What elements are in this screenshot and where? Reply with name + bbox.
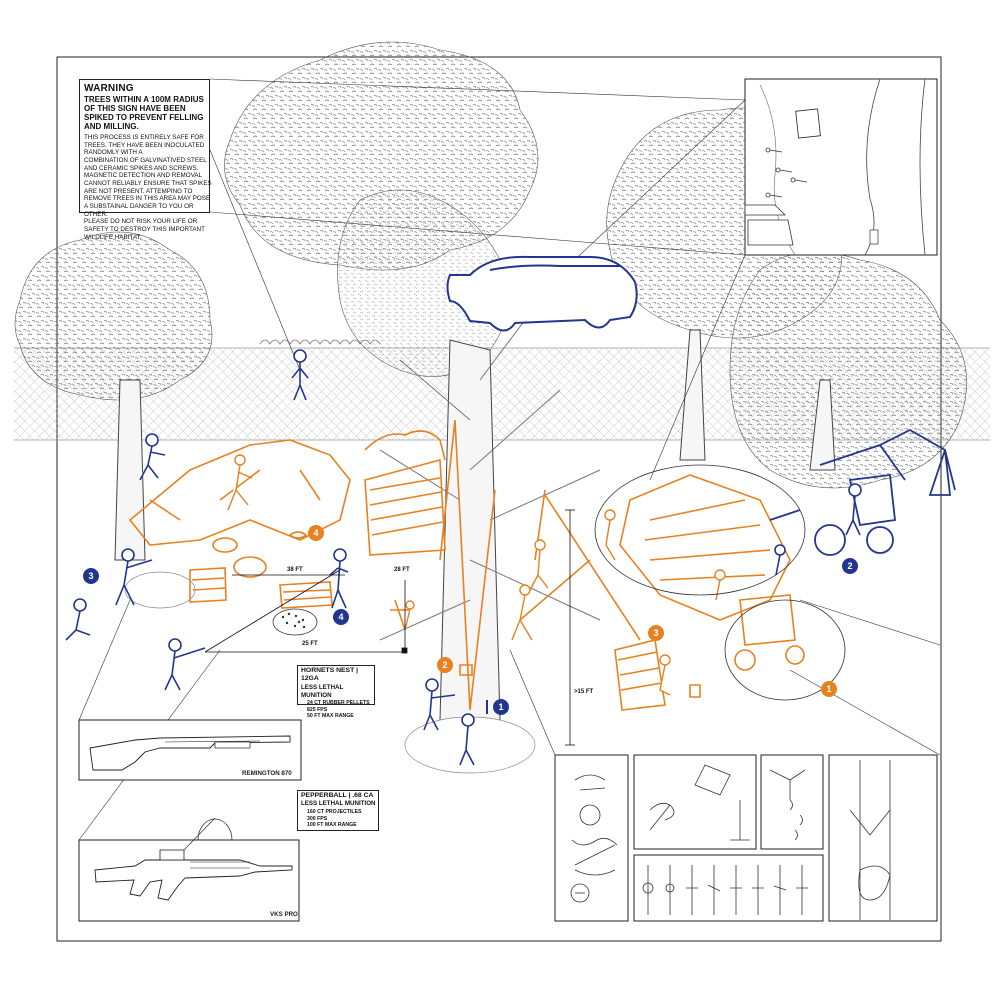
marker-3-blue xyxy=(83,568,99,584)
warning-sign: WARNING TREES WITHIN A 100M RADIUS OF TH… xyxy=(79,79,219,241)
orange-figure xyxy=(529,539,549,591)
marker-label: 2 xyxy=(442,660,447,670)
pepperball-spec-panel xyxy=(297,790,379,831)
shotgun-panel xyxy=(78,719,302,781)
dimension-label: 38 FT xyxy=(287,567,303,573)
blue-car xyxy=(446,255,638,332)
warning-text: PLEASE DO NOT RISK YOUR LIFE OR SAFETY T… xyxy=(84,218,205,241)
rifle-label: VKS PRO xyxy=(270,911,298,918)
warning-text: COMBINATION OF GALVINATIVED STEEL AND CE… xyxy=(84,157,207,172)
blue-excavator xyxy=(769,428,956,556)
hornets-nest-spec: HORNETS NEST | 12GA LESS LETHAL MUNITION… xyxy=(301,667,375,720)
marker-4-orange xyxy=(308,525,324,541)
blue-officer xyxy=(115,548,153,606)
pellet-spread xyxy=(281,612,306,629)
blue-officer xyxy=(164,638,206,691)
warning-heading: WARNING xyxy=(84,83,134,94)
orange-figure xyxy=(604,509,616,561)
spec-subtitle: LESS LETHAL MUNITION xyxy=(301,683,344,699)
orange-figures xyxy=(227,454,726,696)
orange-figure xyxy=(714,569,726,601)
drawing-frame xyxy=(56,56,942,942)
marker-1-blue xyxy=(493,699,509,715)
pepperball-spec: PEPPERBALL | .68 CA LESS LETHAL MUNITION… xyxy=(301,792,379,829)
blue-officer xyxy=(65,598,91,641)
dimension-label: 25 FT xyxy=(302,641,318,647)
blue-officer xyxy=(774,544,786,576)
orange-figure xyxy=(227,454,253,511)
orange-figure xyxy=(511,584,533,641)
marker-3-orange xyxy=(648,625,664,641)
marker-labels: 4 4 3 2 1 3 1 2 xyxy=(88,528,852,712)
spec-line: 50 FT MAX RANGE xyxy=(307,713,354,720)
spec-line: 160 CT PROJECTILES xyxy=(307,809,362,816)
orange-figure xyxy=(404,600,415,631)
dimension-lines xyxy=(204,509,575,746)
spec-line: 100 FT MAX RANGE xyxy=(307,822,357,829)
spec-subtitle: LESS LETHAL MUNITION xyxy=(301,800,376,808)
orange-figure xyxy=(659,654,671,696)
marker-1-orange xyxy=(821,681,837,697)
ground-mound xyxy=(124,571,196,609)
spec-line: 825 FPS xyxy=(307,706,328,713)
shotgun-label: REMINGTON 870 xyxy=(242,770,292,777)
hornets-nest-spec-panel xyxy=(297,665,375,705)
blue-officer xyxy=(845,483,862,536)
marker-label: 4 xyxy=(313,528,318,538)
blue-officer xyxy=(423,678,456,731)
equipment-sketches xyxy=(570,760,891,920)
markers xyxy=(83,525,858,715)
marker-2-blue xyxy=(842,558,858,574)
dimension-label: 28 FT xyxy=(394,567,410,573)
marker-2-orange xyxy=(437,657,453,673)
marker-label: 2 xyxy=(847,561,852,571)
rifle-panel xyxy=(78,817,300,922)
orange-barricades xyxy=(128,419,805,711)
spec-line: 24 CT RUBBER PELLETS xyxy=(307,700,370,707)
warning-sign-panel xyxy=(79,79,210,213)
spec-line: 300 FPS xyxy=(307,815,328,822)
warning-text: THIS PROCESS IS ENTIRELY SAFE FOR TREES.… xyxy=(84,134,205,157)
warning-lead: TREES WITHIN A 100M RADIUS OF THIS SIGN … xyxy=(84,95,204,132)
rifle-icon xyxy=(94,859,293,901)
tree-spike-detail-inset xyxy=(744,78,938,256)
marker-label: 3 xyxy=(653,628,658,638)
shotgun-icon xyxy=(89,735,291,771)
blue-officers xyxy=(65,349,862,766)
blue-officer xyxy=(459,713,475,766)
marker-label: 1 xyxy=(826,684,831,694)
dimension-label: >15 FT xyxy=(574,689,594,695)
spec-title: PEPPERBALL | .68 CA xyxy=(301,792,374,799)
marker-label: 3 xyxy=(88,571,93,581)
blue-officer xyxy=(139,433,166,481)
marker-label: 4 xyxy=(338,612,343,622)
blue-officer xyxy=(329,548,349,609)
marker-label: 1 xyxy=(498,702,503,712)
warning-text: MAGNETIC DETECTION AND REMOVAL CANNOT RE… xyxy=(84,172,212,218)
marker-4-blue xyxy=(333,609,349,625)
blue-officer xyxy=(291,349,309,401)
spec-title: HORNETS NEST | 12GA xyxy=(301,667,359,683)
